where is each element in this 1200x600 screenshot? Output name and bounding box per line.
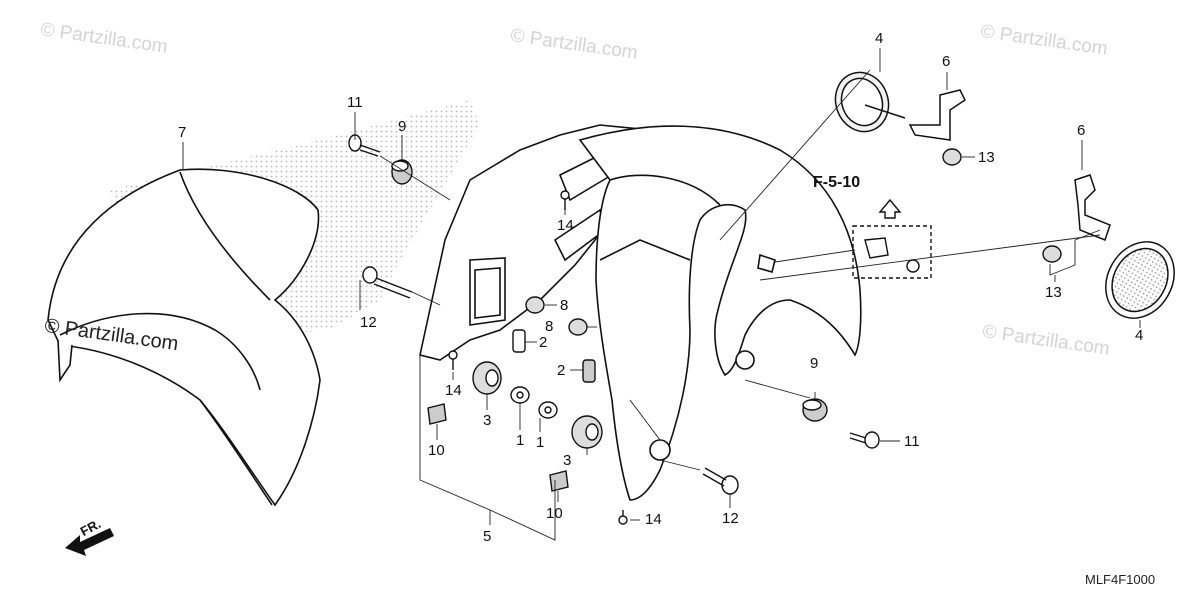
- callout-4: 4: [1135, 327, 1144, 344]
- callout-10: 10: [546, 505, 563, 522]
- part-8-collar-b: [568, 318, 588, 336]
- part-12-bolt-lower: [702, 467, 739, 495]
- part-2-rubber-b: [582, 359, 596, 383]
- part-14-screw-c: [618, 510, 628, 525]
- part-3-mount-b: [571, 415, 603, 449]
- part-4-reflector-upper: [834, 71, 906, 133]
- callout-3: 3: [483, 412, 492, 429]
- part-6-bracket-upper: [908, 89, 966, 141]
- callout-12: 12: [722, 510, 739, 527]
- part-13-nut-lower: [1042, 245, 1062, 263]
- reference-label: F-5-10: [813, 174, 861, 191]
- callout-10: 10: [428, 442, 445, 459]
- callout-14: 14: [445, 382, 462, 399]
- callout-6: 6: [1077, 122, 1086, 139]
- part-10-pad-a: [427, 403, 447, 425]
- part-9-grommet-upper: [391, 159, 413, 185]
- callout-6: 6: [942, 53, 951, 70]
- part-11-bolt-upper: [348, 134, 381, 157]
- part-10-pad-b: [549, 470, 569, 492]
- callout-11: 11: [347, 94, 363, 111]
- part-3-mount-a: [472, 361, 502, 395]
- part-4-reflector-lower: [1105, 241, 1175, 319]
- part-9-grommet-lower: [802, 398, 828, 422]
- part-13-nut-upper: [942, 148, 962, 166]
- callout-9: 9: [398, 118, 407, 135]
- part-11-bolt-lower: [849, 431, 880, 449]
- front-direction-arrow: [65, 528, 114, 556]
- part-14-screw-a: [560, 190, 570, 210]
- callout-9: 9: [810, 355, 819, 372]
- part-7-front-cover: [47, 168, 321, 507]
- leader-lines: [182, 48, 1141, 541]
- part-1-collar-a: [510, 386, 530, 404]
- callout-12: 12: [360, 314, 377, 331]
- callout-13: 13: [1045, 284, 1062, 301]
- callout-11: 11: [904, 433, 920, 450]
- callout-8: 8: [560, 297, 569, 314]
- callout-7: 7: [178, 124, 187, 141]
- callout-1: 1: [536, 434, 545, 451]
- part-2-rubber-a: [512, 329, 526, 353]
- callout-8: 8: [545, 318, 554, 335]
- part-12-bolt-upper: [362, 266, 413, 299]
- callout-4: 4: [875, 30, 884, 47]
- callout-2: 2: [557, 362, 566, 379]
- part-8-collar-a: [525, 296, 545, 314]
- callout-3: 3: [563, 452, 572, 469]
- callout-13: 13: [978, 149, 995, 166]
- callout-5: 5: [483, 528, 492, 545]
- front-fender: [578, 125, 862, 501]
- fasteners: [348, 134, 1062, 525]
- callout-1: 1: [516, 432, 525, 449]
- callout-14: 14: [557, 217, 574, 234]
- part-1-collar-b: [538, 401, 558, 419]
- callout-14: 14: [645, 511, 662, 528]
- callout-2: 2: [539, 334, 548, 351]
- part-6-bracket-lower: [1074, 174, 1111, 241]
- part-14-screw-b: [448, 350, 458, 370]
- inset-clip: [864, 237, 920, 273]
- reference-arrow: [878, 198, 902, 219]
- reference-inset-box: [852, 225, 932, 279]
- diagram-code: MLF4F1000: [1085, 572, 1156, 587]
